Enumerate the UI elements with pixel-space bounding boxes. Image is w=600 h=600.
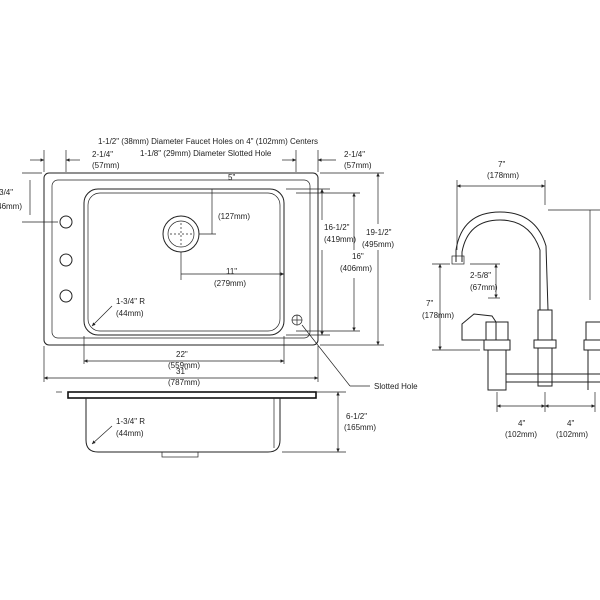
faucet-spout-outer	[455, 211, 549, 311]
corner-radius-side-in: 1-3/4" R	[116, 417, 145, 426]
faucet-hole-1	[59, 215, 73, 229]
overall-front-back-in: 19-1/2"	[366, 228, 392, 237]
front-to-hole-in: 6-3/4"	[0, 188, 13, 197]
drain-from-back-mm: (127mm)	[218, 212, 250, 221]
left-deck-in: 2-1/4"	[92, 150, 113, 159]
slotted-hole-label: Slotted Hole	[374, 382, 418, 391]
dim-faucet-centers: 4" (102mm) 4" (102mm)	[496, 392, 596, 439]
right-deck-in: 2-1/4"	[344, 150, 365, 159]
faucet-hole-3	[59, 289, 73, 303]
dim-spout-height: 2-5/8" (67mm)	[470, 263, 500, 299]
sink-top-view	[43, 172, 319, 346]
drain-inner	[167, 220, 195, 248]
dim-sink-depth: 6-1/2" (165mm)	[282, 391, 376, 453]
dim-bowl-front-back: 16-1/2" (419mm)	[286, 188, 356, 336]
front-to-hole-mm: (146mm)	[0, 202, 22, 211]
left-handle	[461, 313, 497, 341]
faucet-height-in: 7"	[426, 299, 433, 308]
drain-from-side-mm: (279mm)	[214, 279, 246, 288]
faucet-body-shank	[537, 348, 553, 387]
dim-faucet-height: 7" (178mm)	[422, 263, 480, 351]
faucet-reach-mm: (178mm)	[487, 171, 519, 180]
drain-outline	[162, 215, 200, 253]
dim-overall-width: 31" (787mm)	[43, 346, 319, 387]
dim-overall-front-back: 19-1/2" (495mm)	[320, 172, 394, 346]
corner-radius-top-in: 1-3/4" R	[116, 297, 145, 306]
dim-front-to-hole: 6-3/4" (146mm)	[0, 172, 58, 223]
bowl-width-in: 22"	[176, 350, 188, 359]
center-left-mm: (102mm)	[505, 430, 537, 439]
left-valve-base	[483, 339, 511, 351]
center-right-mm: (102mm)	[556, 430, 588, 439]
dim-right-deck: 2-1/4" (57mm)	[282, 150, 372, 172]
faucet-aerator	[451, 255, 465, 265]
dim-drain-from-side: 11" (279mm)	[180, 252, 284, 288]
faucet-body	[537, 309, 553, 341]
dim-bowl-depth-inner: 16" (406mm)	[296, 192, 372, 332]
faucet-hole-2	[59, 253, 73, 267]
dim-drain-from-back: 5" (127mm)	[199, 173, 250, 235]
dim-left-deck: 2-1/4" (57mm)	[30, 150, 120, 172]
bowl-depth-inner-in: 16"	[352, 252, 364, 261]
left-valve-shank	[487, 350, 507, 391]
bowl-width-mm: (559mm)	[168, 361, 200, 370]
drain-from-back-in: 5"	[228, 173, 235, 182]
side-drain	[161, 451, 199, 458]
overall-width-in: 31"	[176, 367, 188, 376]
center-right-in: 4"	[567, 419, 574, 428]
sink-depth-in: 6-1/2"	[346, 412, 367, 421]
sink-side-view	[56, 391, 317, 458]
faucet-spout-inner	[461, 219, 541, 310]
faucet-body-base	[533, 339, 557, 349]
sink-depth-mm: (165mm)	[344, 423, 376, 432]
sink-bowl	[83, 188, 285, 336]
left-valve-body	[485, 321, 509, 341]
bowl-front-back-mm: (419mm)	[324, 235, 356, 244]
faucet-height-mm: (178mm)	[422, 311, 454, 320]
right-valve-base	[583, 339, 600, 351]
spout-height-mm: (67mm)	[470, 283, 498, 292]
right-valve-body	[585, 321, 600, 341]
right-deck-mm: (57mm)	[344, 161, 372, 170]
bowl-depth-inner-mm: (406mm)	[340, 264, 372, 273]
bowl-front-back-in: 16-1/2"	[324, 223, 350, 232]
dim-corner-radius-top: 1-3/4" R (44mm)	[91, 297, 145, 327]
callout-slotted-hole: Slotted Hole	[301, 324, 418, 391]
side-rim	[67, 391, 317, 399]
drain-from-side-in: 11"	[226, 267, 237, 276]
center-left-in: 4"	[518, 419, 525, 428]
sink-inner-rim	[51, 179, 311, 339]
slotted-hole-diameter-note: 1-1/8" (29mm) Diameter Slotted Hole	[140, 149, 272, 158]
overall-width-mm: (787mm)	[168, 378, 200, 387]
overall-front-back-mm: (495mm)	[362, 240, 394, 249]
faucet-reach-in: 7"	[498, 160, 505, 169]
dim-corner-radius-side: 1-3/4" R (44mm)	[91, 417, 145, 445]
faucet-view	[451, 211, 600, 391]
sink-bowl-inner	[87, 192, 281, 332]
sink-outer-rim	[43, 172, 319, 346]
dim-bowl-width: 22" (559mm)	[83, 336, 285, 370]
left-deck-mm: (57mm)	[92, 161, 120, 170]
faucet-holes-note: 1-1/2" (38mm) Diameter Faucet Holes on 4…	[98, 137, 318, 146]
corner-radius-top-mm: (44mm)	[116, 309, 144, 318]
corner-radius-side-mm: (44mm)	[116, 429, 144, 438]
dim-faucet-reach: 7" (178mm)	[456, 160, 546, 250]
spout-height-in: 2-5/8"	[470, 271, 491, 280]
